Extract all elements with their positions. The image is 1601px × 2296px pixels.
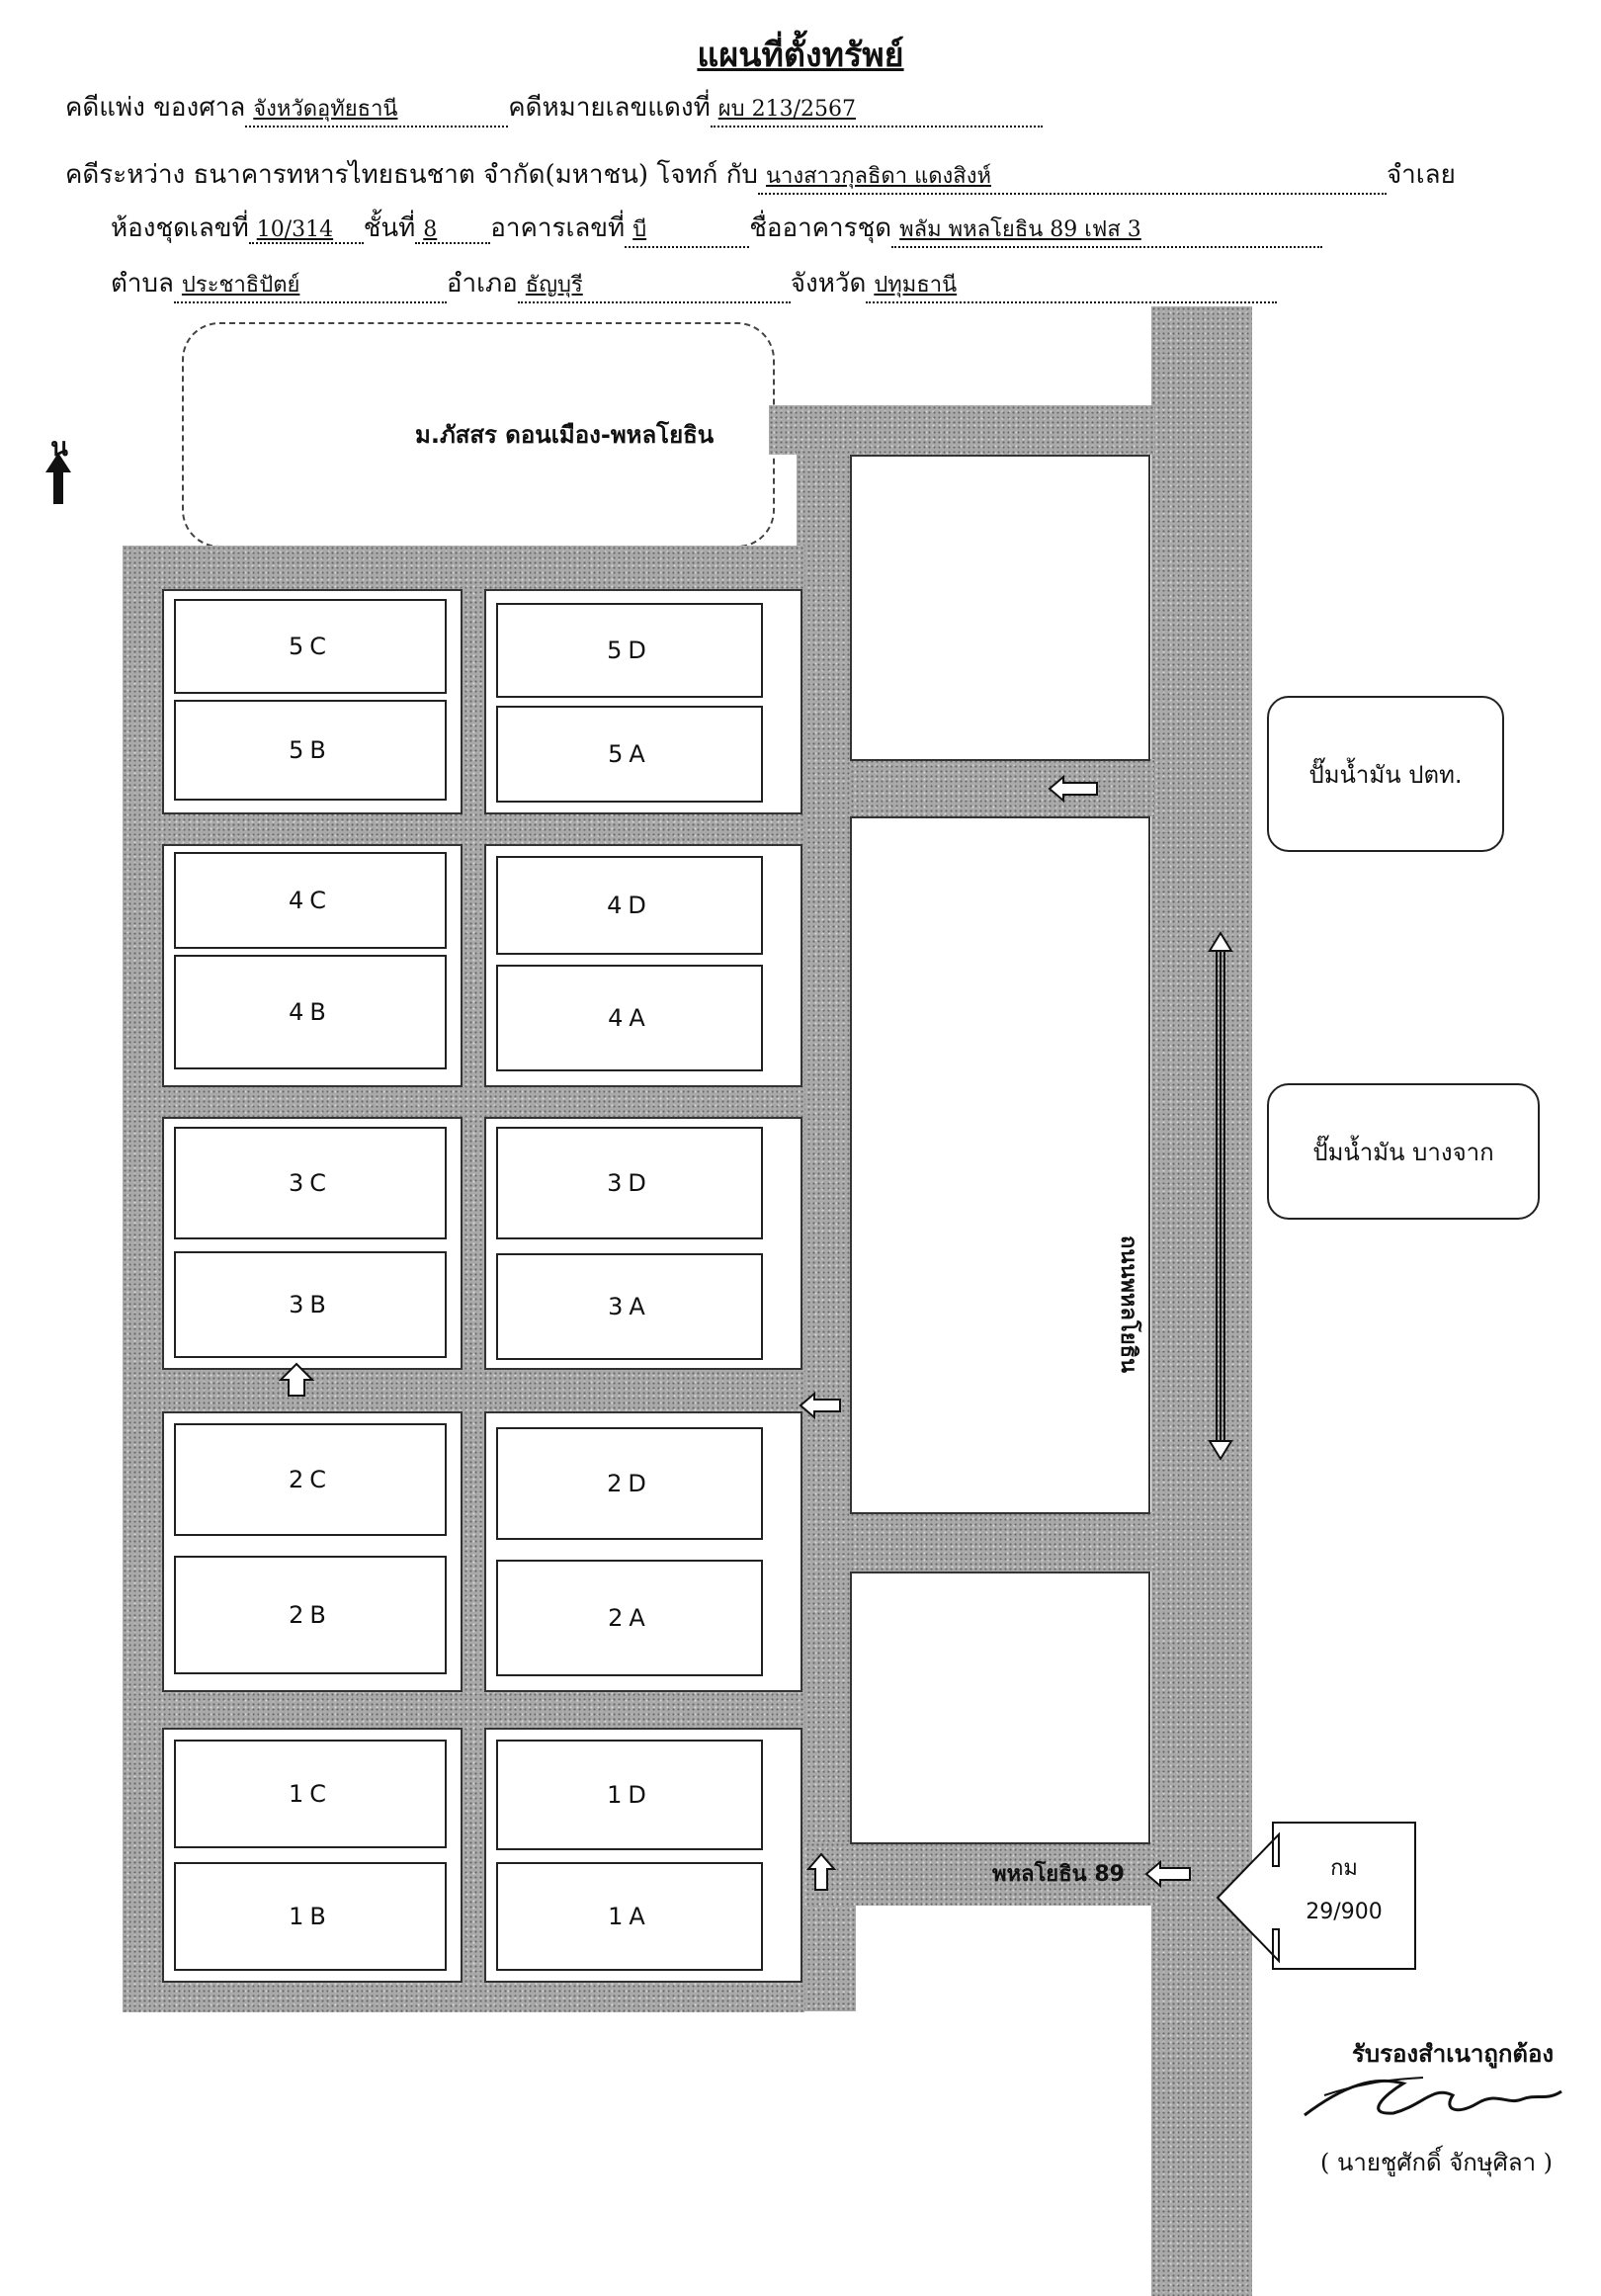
main-road-label: ถนนพหลโยธิน bbox=[1116, 1235, 1140, 1374]
soi-label: พหลโยธิน 89 bbox=[992, 1862, 1125, 1887]
label-civil-case: คดีแพ่ง ของศาล bbox=[65, 93, 246, 123]
document-title: แผนที่ตั้งทรัพย์ bbox=[697, 36, 904, 75]
building-2c: 2C bbox=[174, 1423, 447, 1536]
building-3b: 3B bbox=[174, 1251, 447, 1358]
province-value: ปทุมธานี bbox=[866, 267, 1278, 303]
arrow-up-3b-icon bbox=[279, 1362, 314, 1397]
arrow-left-compound-icon bbox=[799, 1391, 841, 1420]
north-label: น bbox=[50, 433, 68, 463]
subdistrict-value: ประชาธิปัตย์ bbox=[173, 267, 447, 303]
building-1c: 1C bbox=[174, 1740, 447, 1848]
label-between: คดีระหว่าง ธนาคารทหารไทยธนชาต จำกัด(มหาช… bbox=[65, 160, 758, 190]
building-1a: 1A bbox=[496, 1862, 763, 1971]
label-red-case: คดีหมายเลขแดงที่ bbox=[508, 93, 711, 123]
plot-north bbox=[850, 455, 1150, 761]
project-name: พลัม พหลโยธิน 89 เฟส 3 bbox=[891, 212, 1323, 248]
label-project: ชื่ออาคารชุด bbox=[749, 213, 892, 243]
certification-label: รับรองสำเนาถูกต้อง bbox=[1352, 2039, 1555, 2068]
building-2a: 2A bbox=[496, 1560, 763, 1676]
building-5d: 5D bbox=[496, 603, 763, 698]
main-road-phahonyothin bbox=[1151, 306, 1252, 2296]
building-4c: 4C bbox=[174, 852, 447, 949]
room-number: 10/314 bbox=[248, 217, 364, 244]
header-row-location: ตำบลประชาธิปัตย์อำเภอธัญบุรีจังหวัดปทุมธ… bbox=[111, 263, 1278, 303]
defendant-name: นางสาวกุลธิดา แดงสิงห์ bbox=[757, 158, 1387, 195]
building-2b: 2B bbox=[174, 1556, 447, 1674]
arrow-up-entrance-icon bbox=[806, 1852, 836, 1891]
court-value: จังหวัดอุทัยธานี bbox=[245, 91, 509, 128]
label-province: จังหวัด bbox=[790, 269, 867, 298]
plot-south bbox=[850, 1572, 1150, 1844]
red-case-number: ผบ 213/2567 bbox=[710, 91, 1043, 128]
signatory-name: ( นายชูศักดิ์ จักษุศิลา ) bbox=[1320, 2149, 1554, 2176]
building-4a: 4A bbox=[496, 965, 763, 1071]
signature-mark bbox=[1304, 2077, 1562, 2117]
road-north-connector bbox=[769, 405, 1154, 455]
header-row-parties: คดีระหว่าง ธนาคารทหารไทยธนชาต จำกัด(มหาช… bbox=[65, 154, 1456, 195]
arrow-left-soi-icon bbox=[1144, 1859, 1191, 1889]
building-5a: 5A bbox=[496, 706, 763, 803]
building-3a: 3A bbox=[496, 1253, 763, 1360]
internal-road-east bbox=[797, 450, 856, 2011]
building-4d: 4D bbox=[496, 856, 763, 955]
floor-number: 8 bbox=[415, 217, 491, 244]
village-label: ม.ภัสสร ดอนเมือง-พหลโยธิน bbox=[415, 421, 715, 449]
building-5b: 5B bbox=[174, 700, 447, 801]
soi-phahonyothin-89 bbox=[800, 1842, 1154, 1906]
gas-station-ptt: ปั๊มน้ำมัน ปตท. bbox=[1267, 696, 1504, 852]
north-arrow-icon bbox=[45, 453, 71, 504]
km-marker-arrow-icon bbox=[1216, 1822, 1416, 1970]
internal-road-middle bbox=[850, 1512, 1154, 1572]
plot-middle bbox=[850, 816, 1150, 1514]
gas-station-bangchak: ปั๊มน้ำมัน บางจาก bbox=[1267, 1083, 1540, 1220]
building-3d: 3D bbox=[496, 1127, 763, 1239]
label-defendant: จำเลย bbox=[1386, 160, 1456, 190]
label-building: อาคารเลขที่ bbox=[490, 213, 626, 243]
building-4b: 4B bbox=[174, 955, 447, 1069]
building-1b: 1B bbox=[174, 1862, 447, 1971]
label-room: ห้องชุดเลขที่ bbox=[111, 213, 249, 243]
two-way-arrow-icon bbox=[1208, 931, 1233, 1461]
km-marker-label: กม bbox=[1330, 1856, 1358, 1881]
arrow-left-upper-icon bbox=[1048, 774, 1098, 804]
building-number: บี bbox=[625, 212, 750, 248]
label-floor: ชั้นที่ bbox=[363, 213, 416, 243]
internal-road-upper bbox=[850, 759, 1154, 816]
label-subdistrict: ตำบล bbox=[111, 269, 174, 298]
header-row-court: คดีแพ่ง ของศาลจังหวัดอุทัยธานีคดีหมายเลข… bbox=[65, 87, 1043, 128]
building-1d: 1D bbox=[496, 1740, 763, 1850]
building-5c: 5C bbox=[174, 599, 447, 694]
building-2d: 2D bbox=[496, 1427, 763, 1540]
label-district: อำเภอ bbox=[446, 269, 518, 298]
district-value: ธัญบุรี bbox=[517, 267, 791, 303]
km-marker-value: 29/900 bbox=[1306, 1900, 1383, 1924]
building-3c: 3C bbox=[174, 1127, 447, 1239]
